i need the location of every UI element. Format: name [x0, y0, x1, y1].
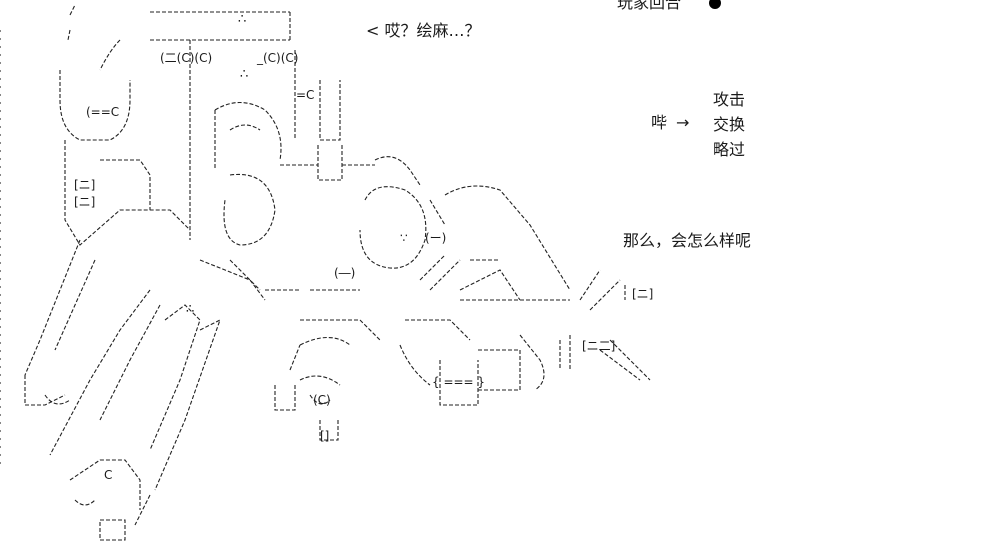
turn-header: 玩家回合 [617, 0, 682, 12]
monster-name: 哔 [651, 113, 668, 132]
art-face-2: (ー) [425, 231, 447, 245]
narration-prompt: 那么，会怎么样呢 [623, 231, 752, 250]
art-c1: =C [296, 88, 315, 102]
art-box-b: _(C)(C) [257, 51, 299, 65]
art-p4: [ニ二] [582, 339, 616, 353]
art-p3: [ニ] [632, 287, 654, 301]
art-eq: { === } [432, 375, 486, 389]
art-box-2: [ニ] [74, 195, 96, 209]
art-face-3: (―) [334, 266, 356, 280]
art-p1: (C) [313, 393, 331, 407]
command-attack[interactable]: 攻击 [713, 90, 746, 109]
command-skip[interactable]: 略过 [713, 140, 746, 159]
art-box-a: (二(C)(C) [160, 51, 213, 65]
art-tri: (==C [86, 105, 120, 119]
command-swap[interactable]: 交换 [713, 115, 746, 134]
turn-indicator-dot [709, 0, 721, 9]
art-dots-1: ∴ [238, 12, 247, 27]
art-p5: C [104, 468, 113, 482]
speech-line: < 哎？绘麻…？ [366, 21, 481, 40]
command-menu: 攻击 交换 略过 [713, 87, 745, 162]
arrow-icon: → [676, 113, 690, 132]
art-face-1: ∵ [400, 231, 408, 245]
art-p2: [] [320, 429, 330, 443]
art-box-1: [ニ] [74, 178, 96, 192]
art-dots-3: ∴ [186, 302, 195, 317]
art-dots-2: ∴ [240, 67, 249, 82]
